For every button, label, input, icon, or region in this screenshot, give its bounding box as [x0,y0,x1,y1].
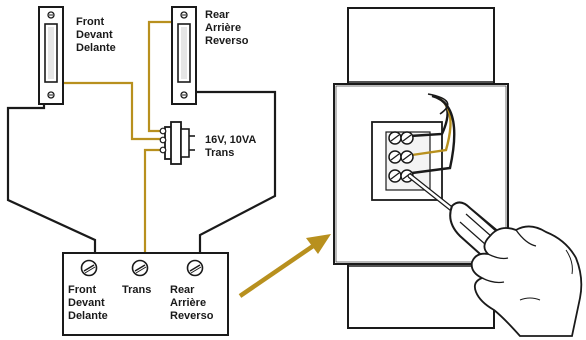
rear-button-label: Rear Arrière Reverso [205,9,249,47]
rear-push-button [171,6,197,105]
gold-wire-trans [143,148,162,262]
front-button-label: Front Devant Delante [76,16,116,54]
black-wire-rear [186,90,277,262]
black-wire-front [6,97,97,262]
gold-wire-rear [147,20,172,133]
transformer-label: 16V, 10VA Trans [205,134,259,159]
front-push-button [38,6,64,105]
chime-trans-label: Trans [122,284,151,296]
chime-housing-illustration [333,7,509,329]
gold-wire-front [58,81,162,141]
chime-front-label: Front Devant Delante [68,284,108,322]
hand-illustration [470,225,583,337]
chime-rear-label: Rear Arrière Reverso [170,284,214,322]
transformer [159,121,195,165]
chime-terminal-rear [186,259,204,277]
chime-box [62,252,229,336]
chime-terminal-front [80,259,98,277]
chime-terminal-trans [131,259,149,277]
direction-arrow [238,234,331,298]
